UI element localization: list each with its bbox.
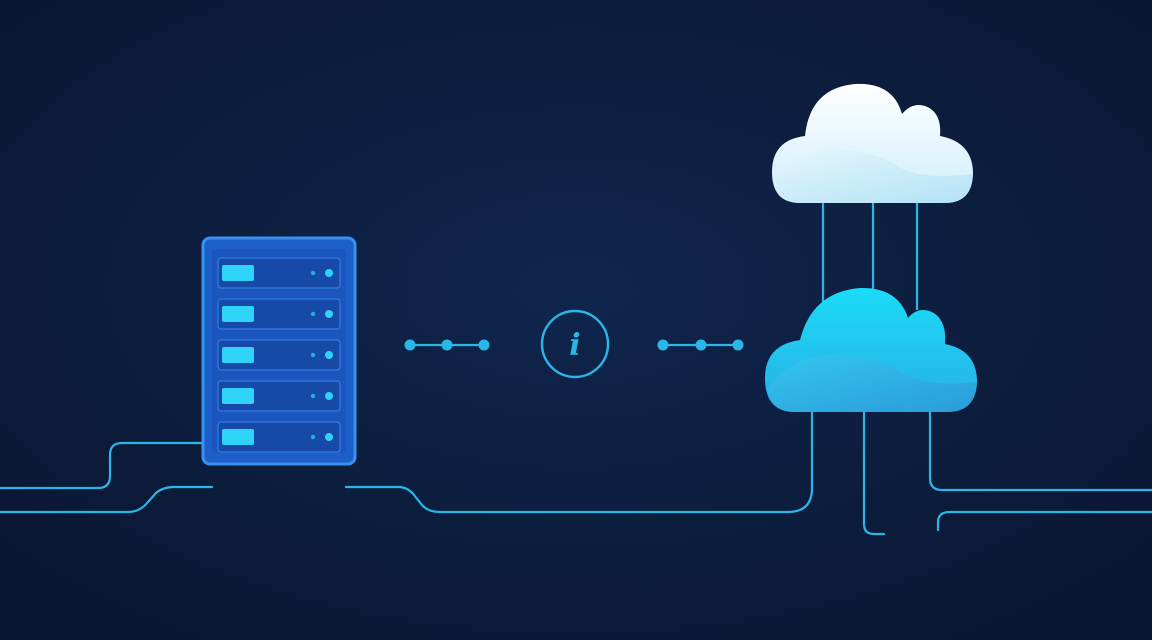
cloud-icon-bottom xyxy=(765,287,977,412)
cloud-icon-top xyxy=(772,83,973,203)
server-slot-light xyxy=(222,306,254,322)
trace-cloud-down-2 xyxy=(928,410,1152,492)
info-glyph: i xyxy=(569,328,580,363)
trace-center xyxy=(344,410,814,514)
server-slot-led xyxy=(325,351,333,359)
server-slot-light xyxy=(222,429,254,445)
server-slot-light xyxy=(222,347,254,363)
server-slot-led xyxy=(310,434,316,440)
server-slot-led xyxy=(325,310,333,318)
server-slot-led xyxy=(325,269,333,277)
server-slot xyxy=(217,298,341,330)
server-slot xyxy=(217,257,341,289)
server-slot-led xyxy=(310,311,316,317)
circuit-traces xyxy=(0,410,1152,536)
server-slots xyxy=(217,257,341,453)
trace-cloud-down-1 xyxy=(862,410,886,536)
server-slot-led xyxy=(325,433,333,441)
info-icon: i xyxy=(540,309,610,379)
server-slot-led xyxy=(310,393,316,399)
dotted-link-icon-right xyxy=(657,339,744,351)
trace-left-upper xyxy=(0,441,208,490)
server-slot xyxy=(217,380,341,412)
server-slot xyxy=(217,339,341,371)
server-slot-led xyxy=(310,352,316,358)
server-slot-light xyxy=(222,265,254,281)
dotted-link-icon xyxy=(404,339,490,351)
server-slot-light xyxy=(222,388,254,404)
trace-left-lower xyxy=(0,485,214,514)
server-slot-led xyxy=(325,392,333,400)
server-slot xyxy=(217,421,341,453)
server-slot-led xyxy=(310,270,316,276)
server-rack-icon xyxy=(201,236,357,466)
trace-right-lower xyxy=(936,510,1152,532)
